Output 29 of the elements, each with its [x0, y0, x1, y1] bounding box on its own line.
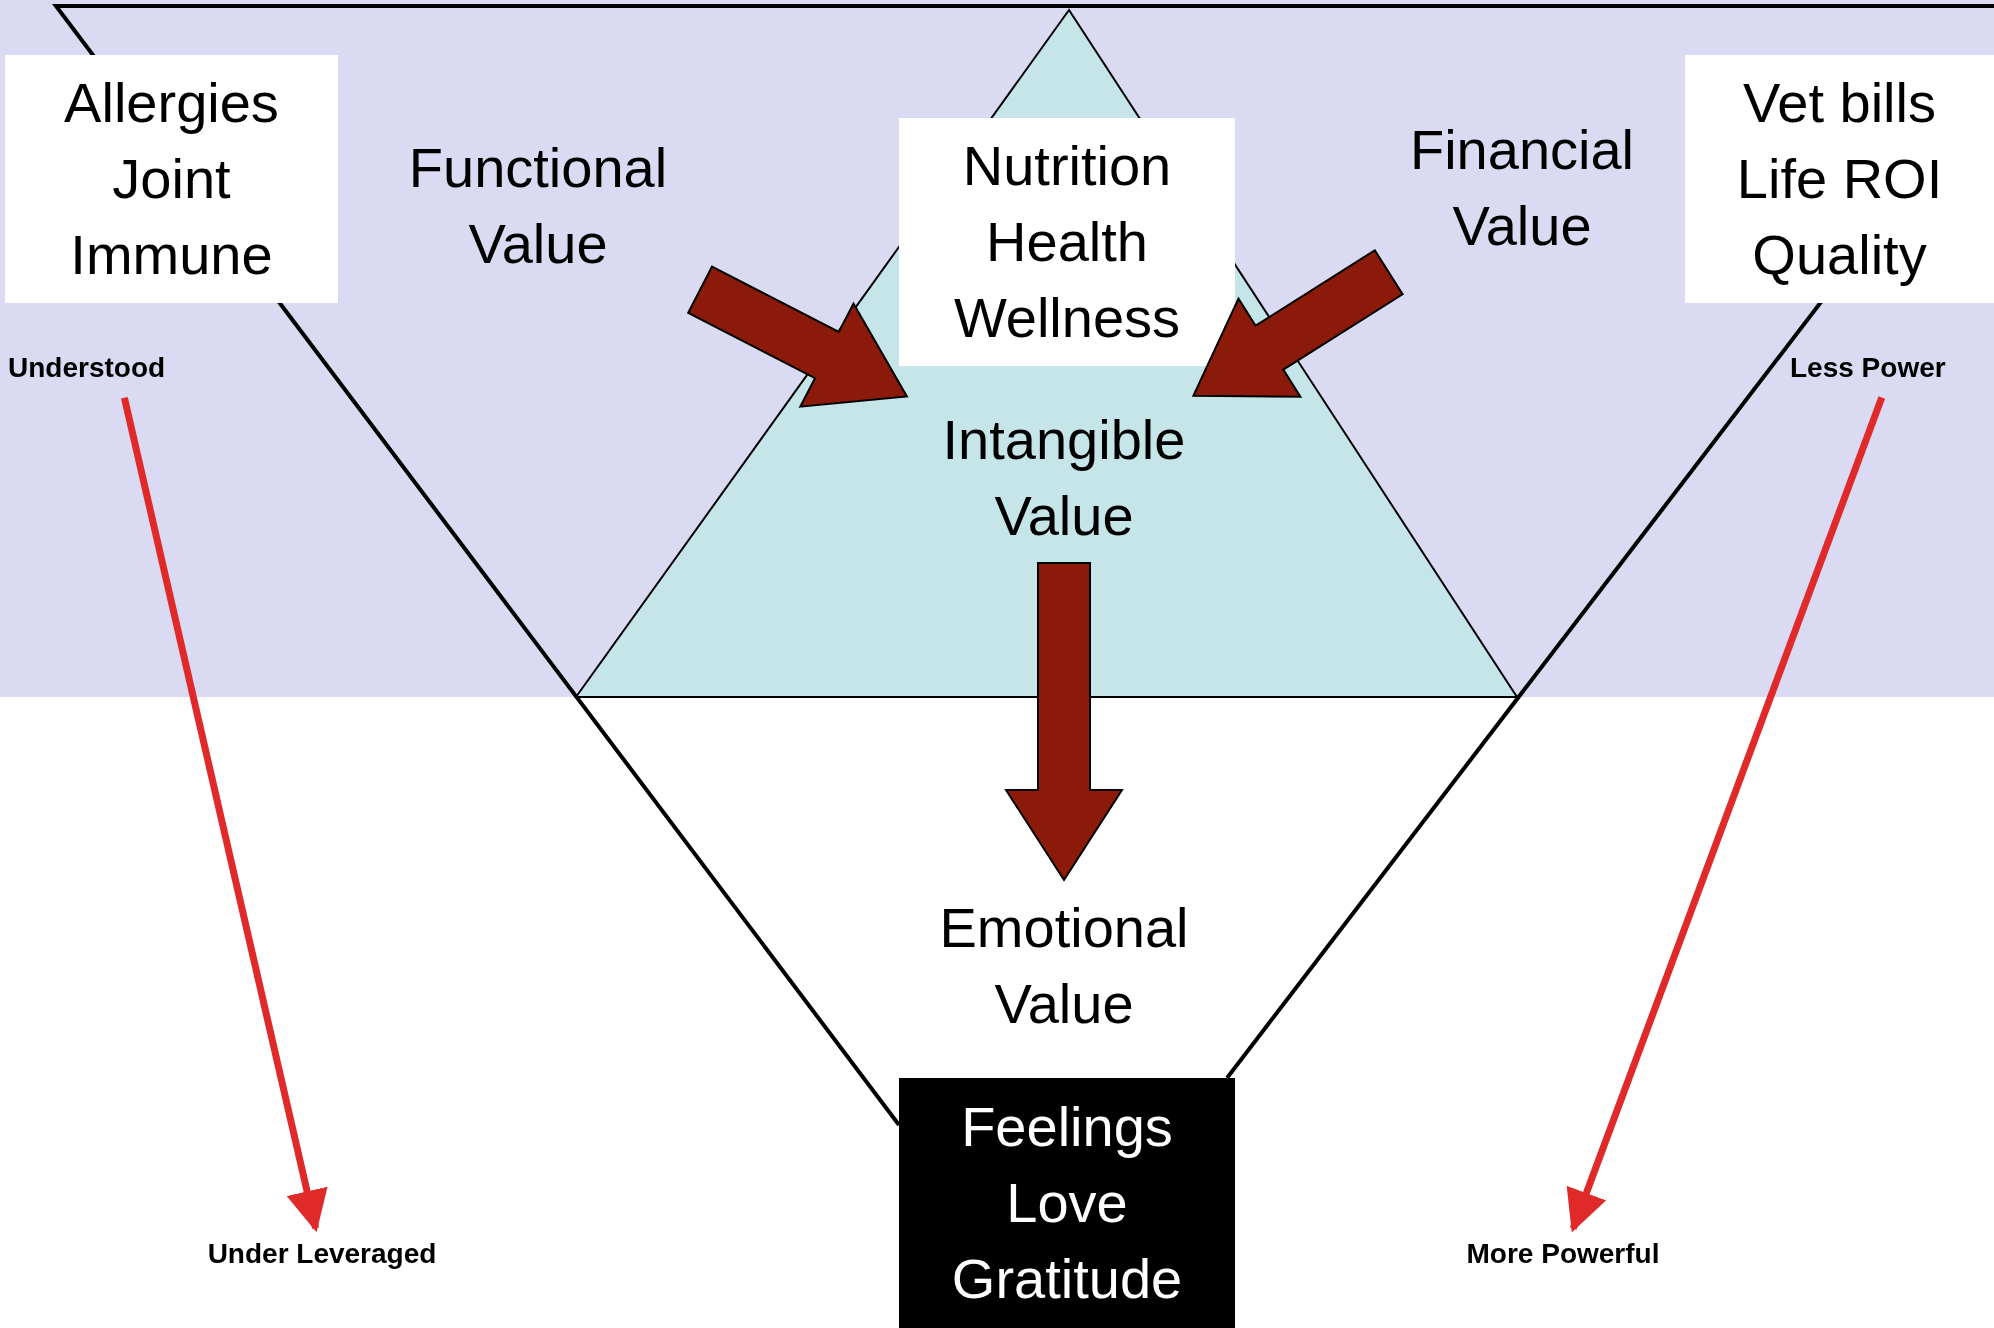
block-arrow — [686, 265, 909, 408]
box-text: Nutrition — [962, 133, 1172, 199]
arrow — [1566, 396, 1886, 1233]
box-text: Immune — [70, 222, 273, 288]
box-text: Feelings — [961, 1094, 1173, 1160]
box-text: Allergies — [64, 70, 279, 136]
axis-note: Less Power — [1790, 351, 1946, 385]
box-text: Quality — [1752, 222, 1927, 288]
block-arrow — [1004, 562, 1124, 882]
box-text: Wellness — [953, 285, 1181, 351]
axis-note: Under Leveraged — [207, 1237, 437, 1271]
value-label: Functional Value — [407, 135, 669, 277]
value-label: Financial Value — [1408, 117, 1636, 259]
axis-note: Understood — [8, 351, 166, 385]
box-text: Gratitude — [951, 1246, 1183, 1312]
label-box — [1685, 55, 1994, 303]
value-label: Intangible Value — [941, 406, 1187, 549]
arrow — [121, 397, 328, 1233]
box-text: Love — [1006, 1170, 1128, 1236]
label-box — [5, 55, 338, 303]
box-text: Vet bills — [1743, 70, 1936, 136]
label-box — [899, 118, 1235, 366]
axis-note: More Powerful — [1466, 1237, 1660, 1271]
value-label: Emotional Value — [938, 894, 1190, 1037]
label-box — [899, 1078, 1235, 1328]
box-text: Life ROI — [1736, 146, 1943, 212]
box-text: Health — [986, 209, 1148, 275]
box-text: Joint — [112, 146, 231, 212]
block-arrow — [1191, 248, 1404, 398]
